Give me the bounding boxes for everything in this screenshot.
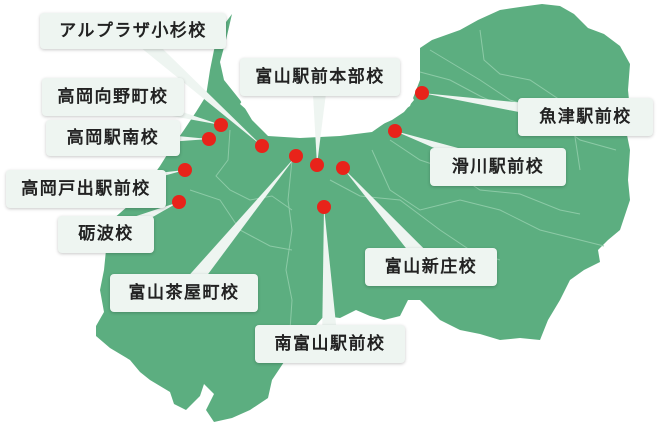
school-label[interactable]: 富山茶屋町校: [110, 274, 258, 312]
label-pointer: [312, 76, 328, 165]
school-location-marker-icon[interactable]: [255, 139, 269, 153]
school-location-marker-icon[interactable]: [336, 161, 350, 175]
label-pointer: [177, 156, 296, 299]
school-label[interactable]: 高岡向野町校: [42, 78, 184, 116]
school-location-marker-icon[interactable]: [415, 86, 429, 100]
school-label[interactable]: 魚津駅前校: [518, 98, 653, 136]
school-location-marker-icon[interactable]: [289, 149, 303, 163]
school-label[interactable]: 富山新庄校: [365, 248, 497, 286]
label-pointer: [322, 207, 338, 345]
label-pointer: [343, 168, 437, 273]
school-location-marker-icon[interactable]: [178, 163, 192, 177]
school-label[interactable]: 高岡戸出駅前校: [6, 170, 166, 208]
label-pointer: [127, 25, 262, 146]
school-location-marker-icon[interactable]: [172, 195, 186, 209]
school-location-marker-icon[interactable]: [388, 124, 402, 138]
school-location-marker-icon[interactable]: [317, 200, 331, 214]
school-location-marker-icon[interactable]: [214, 118, 228, 132]
school-label[interactable]: 高岡駅南校: [46, 120, 180, 156]
school-label[interactable]: 富山駅前本部校: [240, 58, 400, 96]
school-label[interactable]: 砺波校: [58, 216, 154, 253]
school-label[interactable]: アルプラザ小杉校: [40, 13, 226, 49]
school-label[interactable]: 南富山駅前校: [255, 325, 405, 363]
school-location-marker-icon[interactable]: [310, 158, 324, 172]
school-label[interactable]: 滑川駅前校: [430, 148, 566, 186]
school-location-marker-icon[interactable]: [202, 132, 216, 146]
prefecture-land: [96, 4, 630, 422]
